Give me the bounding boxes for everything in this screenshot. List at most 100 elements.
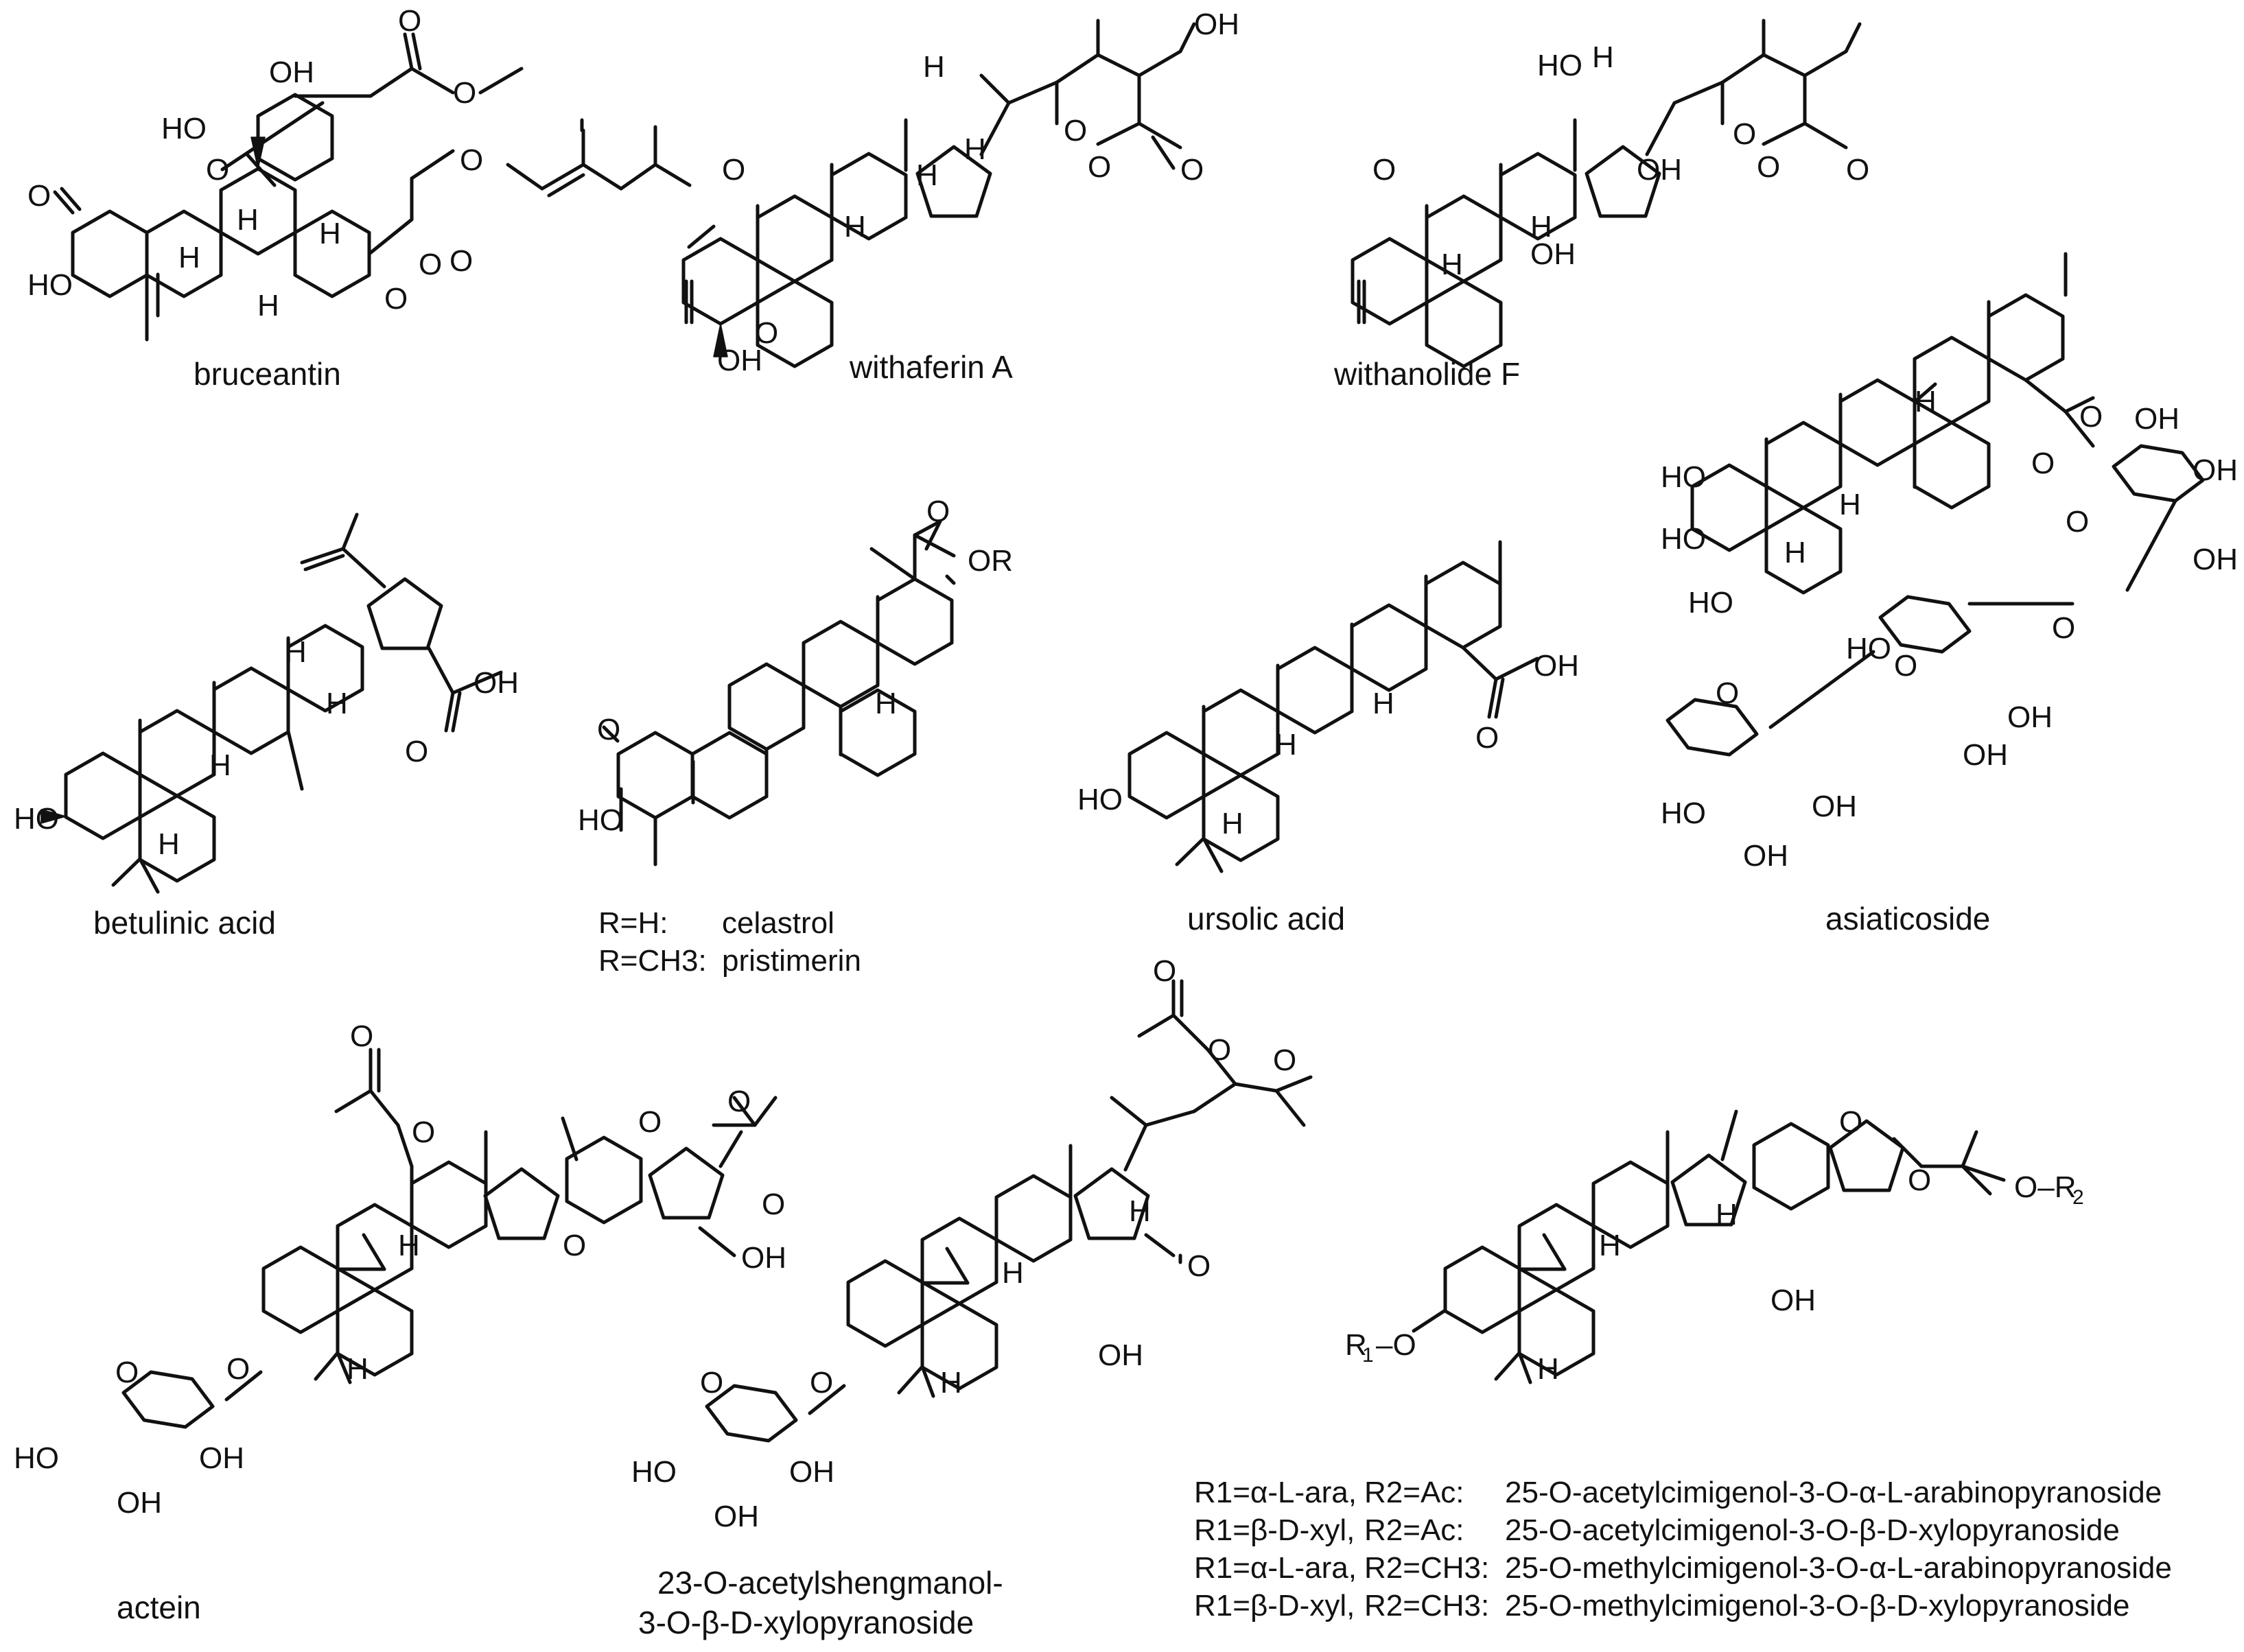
structure-celastrol: O HO H O OR (578, 495, 1013, 866)
svg-text:OH: OH (2134, 402, 2179, 436)
svg-text:O: O (700, 1366, 723, 1400)
svg-text:H: H (916, 158, 938, 192)
svg-text:O: O (638, 1105, 662, 1139)
label-acetylshengmanol-line2: 3-O-β-D-xylopyranoside (638, 1605, 974, 1640)
svg-text:H: H (326, 687, 348, 720)
svg-text:OH: OH (474, 666, 519, 700)
svg-text:H: H (1372, 687, 1394, 720)
legend-row: R1=β-D-xyl, R2=Ac: 25-O-acetylcimigenol-… (1194, 1511, 2172, 1549)
svg-text:HO: HO (27, 268, 73, 302)
svg-text:H: H (964, 132, 986, 166)
svg-text:H: H (1002, 1256, 1024, 1290)
svg-text:H: H (1915, 385, 1937, 418)
label-actein: actein (117, 1590, 201, 1625)
svg-text:–O: –O (1376, 1328, 1416, 1362)
legend-r1: R1=β-D-xyl, (1194, 1589, 1355, 1622)
svg-text:OH: OH (269, 56, 314, 89)
label-bruceantin: bruceantin (194, 356, 341, 392)
svg-text:H: H (398, 1229, 420, 1262)
svg-text:H: H (1441, 248, 1463, 281)
svg-text:OH: OH (2193, 453, 2238, 487)
svg-text:1: 1 (1362, 1344, 1374, 1367)
label-withaferin-a: withaferin A (850, 349, 1013, 385)
structure-asiaticoside: HO HO HO H H H O O OH OH OH O O HO OH OH… (1661, 252, 2238, 873)
legend-r2: R2=CH3: (1364, 1589, 1490, 1622)
svg-text:OH: OH (717, 344, 762, 377)
label-ursolic-acid: ursolic acid (1187, 901, 1346, 936)
legend-condition: R=H: (598, 906, 668, 940)
svg-text:OH: OH (1743, 839, 1788, 873)
svg-text:HO: HO (1661, 522, 1706, 556)
svg-text:OR: OR (968, 544, 1013, 578)
legend-row: R=H: celastrol (598, 904, 861, 942)
legend-compound: celastrol (722, 906, 834, 940)
svg-text:HO: HO (14, 802, 59, 836)
legend-r2: R2=Ac: (1364, 1513, 1464, 1547)
svg-text:H: H (844, 210, 866, 244)
structure-cimigenol: R 1 –O H H OH O O O–R 2 H (1345, 1105, 2084, 1386)
legend-r1: R1=α-L-ara, (1194, 1476, 1357, 1509)
legend-r1: R1=α-L-ara, (1194, 1551, 1357, 1585)
svg-text:OH: OH (1530, 237, 1576, 271)
svg-text:O: O (1839, 1105, 1862, 1139)
svg-text:O: O (449, 244, 473, 278)
svg-text:HO: HO (1077, 783, 1123, 816)
svg-text:O: O (1273, 1043, 1296, 1077)
svg-text:O: O (1757, 150, 1780, 184)
svg-text:H: H (285, 635, 307, 669)
svg-text:O: O (453, 76, 476, 110)
svg-text:H: H (923, 50, 945, 84)
svg-text:H: H (1592, 40, 1614, 74)
structure-withanolide-f: O H H OH OH HO H O O O (1353, 19, 1869, 366)
svg-text:OH: OH (2193, 543, 2238, 576)
svg-text:HO: HO (578, 803, 623, 837)
svg-text:O: O (755, 316, 778, 350)
svg-text:H: H (1537, 1352, 1559, 1386)
svg-text:HO: HO (1661, 460, 1706, 494)
svg-text:OH: OH (1194, 8, 1239, 41)
svg-text:OH: OH (1637, 153, 1682, 187)
legend-compound: 25-O-acetylcimigenol-3-O-β-D-xylopyranos… (1505, 1513, 2120, 1547)
svg-text:OH: OH (741, 1241, 786, 1275)
celastrol-legend: R=H: celastrol R=CH3: pristimerin (598, 904, 861, 980)
svg-text:O: O (2031, 447, 2055, 480)
structure-betulinic-acid: HO H H H H OH O (14, 512, 519, 894)
svg-text:O: O (384, 282, 408, 316)
structure-actein: O O O O OH O O H H O HO OH OH O (14, 1019, 786, 1520)
svg-text:O: O (398, 4, 421, 38)
svg-text:H: H (1530, 210, 1552, 244)
svg-text:O: O (722, 153, 745, 187)
svg-text:O: O (2052, 611, 2075, 645)
svg-text:O: O (1908, 1164, 1931, 1197)
svg-text:O: O (597, 713, 620, 746)
svg-text:HO: HO (1846, 632, 1891, 665)
svg-text:H: H (178, 241, 200, 274)
svg-text:O: O (419, 248, 442, 281)
svg-text:OH: OH (199, 1441, 244, 1475)
legend-row: R1=α-L-ara, R2=CH3: 25-O-methylcimigenol… (1194, 1549, 2172, 1587)
svg-text:HO: HO (161, 112, 207, 145)
svg-text:O: O (350, 1019, 373, 1053)
svg-text:O: O (810, 1366, 833, 1400)
svg-text:R: R (1345, 1328, 1367, 1362)
svg-text:H: H (1716, 1198, 1738, 1231)
svg-text:H: H (1222, 807, 1243, 840)
svg-text:H: H (1599, 1229, 1621, 1262)
svg-text:OH: OH (1963, 738, 2008, 772)
legend-compound: 25-O-acetylcimigenol-3-O-α-L-arabinopyra… (1505, 1476, 2162, 1509)
structure-bruceantin: O HO HO OH O O O O O O H H H H O (27, 4, 692, 342)
legend-row: R1=α-L-ara, R2=Ac: 25-O-acetylcimigenol-… (1194, 1474, 2172, 1511)
legend-compound: 25-O-methylcimigenol-3-O-β-D-xylopyranos… (1505, 1589, 2130, 1622)
svg-text:O: O (1064, 114, 1087, 148)
svg-text:O: O (1733, 117, 1756, 151)
legend-r2: R2=Ac: (1364, 1476, 1464, 1509)
legend-compound: pristimerin (722, 944, 861, 978)
svg-text:O: O (1894, 649, 1917, 683)
svg-text:O: O (226, 1352, 250, 1386)
legend-row: R=CH3: pristimerin (598, 942, 861, 980)
svg-text:O: O (1475, 721, 1499, 755)
svg-text:OH: OH (789, 1455, 834, 1489)
svg-text:O: O (412, 1116, 435, 1149)
svg-text:O: O (2079, 400, 2103, 434)
svg-text:O: O (1372, 153, 1396, 187)
